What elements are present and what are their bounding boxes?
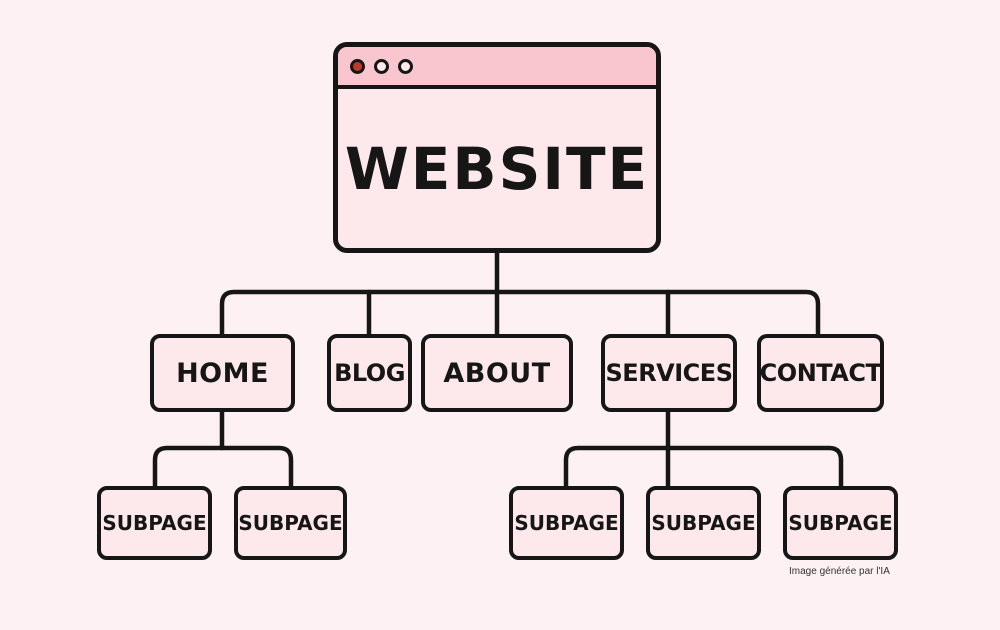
- node-services-subpage-3: SUBPAGE: [783, 486, 898, 560]
- node-blog: BLOG: [327, 334, 412, 412]
- window-minimize-dot-icon: [374, 58, 389, 74]
- node-home-subpage-1: SUBPAGE: [97, 486, 212, 560]
- node-services-subpage-2: SUBPAGE: [646, 486, 761, 560]
- website-root-node: WEBSITE: [333, 42, 661, 253]
- home-sub-bus: [152, 445, 294, 491]
- nav-bus-connector: [219, 289, 821, 339]
- node-about: ABOUT: [421, 334, 573, 412]
- window-maximize-dot-icon: [398, 58, 413, 74]
- node-services-subpage-1: SUBPAGE: [509, 486, 624, 560]
- ai-generated-caption: Image générée par l'IA: [789, 566, 890, 577]
- window-titlebar: [338, 47, 656, 89]
- services-sub-bus: [563, 445, 844, 491]
- node-home: HOME: [150, 334, 295, 412]
- website-title: WEBSITE: [344, 134, 650, 203]
- window-close-dot-icon: [350, 58, 365, 74]
- node-home-subpage-2: SUBPAGE: [234, 486, 347, 560]
- node-contact: CONTACT: [757, 334, 884, 412]
- node-services: SERVICES: [601, 334, 737, 412]
